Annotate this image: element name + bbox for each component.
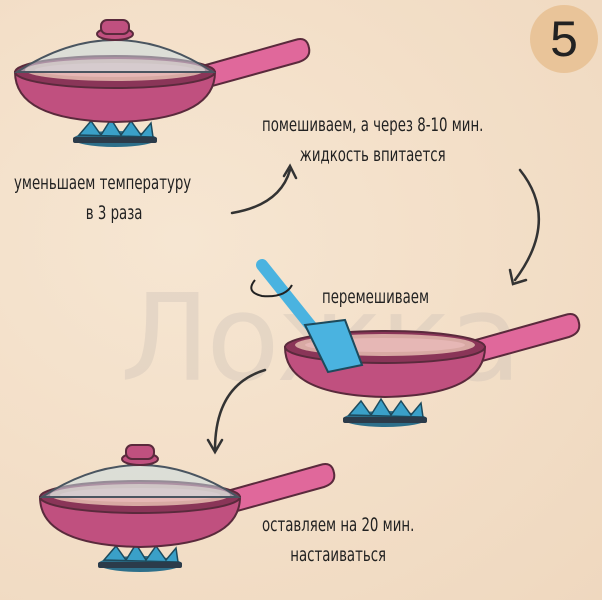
- arrow-icon: [513, 168, 540, 282]
- text-line: настаиваться: [290, 544, 387, 566]
- burner-flame-icon: [97, 543, 183, 573]
- rotate-arrow-icon: [250, 279, 293, 298]
- text-line: помешиваем, а через 8-10 мин.: [262, 114, 484, 136]
- text-line: уменьшаем температуру: [14, 172, 192, 194]
- burner-flame-icon: [72, 118, 158, 148]
- arrow-head-icon: [206, 438, 224, 455]
- burner-flame-icon: [342, 398, 428, 428]
- step-number-badge: 5: [530, 5, 598, 73]
- arrow-head-icon: [508, 268, 528, 286]
- text-line: жидкость впитается: [299, 144, 446, 166]
- lid-icon: [41, 444, 239, 498]
- rest-text: оставляем на 20 мин. настаиваться: [262, 510, 414, 570]
- arrow-icon: [230, 168, 292, 215]
- pan-stirring: [250, 259, 581, 428]
- arrow-icon: [213, 368, 267, 452]
- reduce-heat-text: уменьшаем температуру в 3 раза: [14, 168, 191, 228]
- stir-text: перемешиваем: [322, 286, 430, 308]
- text-line: в 3 раза: [85, 202, 143, 224]
- lid-icon: [16, 19, 214, 73]
- stir-wait-text: помешиваем, а через 8-10 мин. жидкость в…: [262, 110, 483, 170]
- arrow-head-icon: [282, 163, 298, 180]
- spatula-icon: [256, 259, 364, 374]
- text-line: оставляем на 20 мин.: [262, 514, 415, 536]
